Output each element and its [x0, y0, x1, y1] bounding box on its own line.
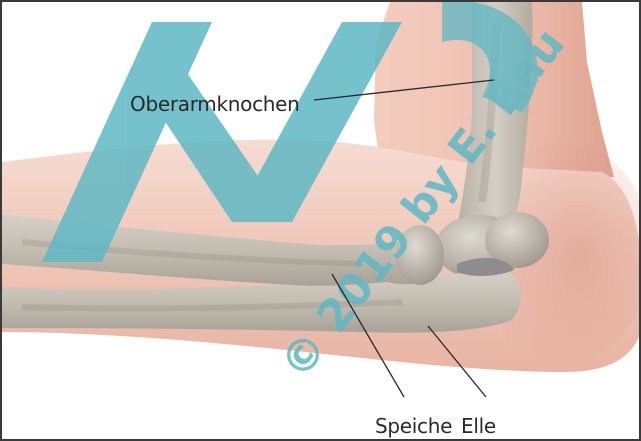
label-oberarmknochen: Oberarmknochen	[130, 92, 300, 116]
label-elle: Elle	[461, 414, 496, 438]
label-speiche: Speiche	[375, 414, 452, 438]
